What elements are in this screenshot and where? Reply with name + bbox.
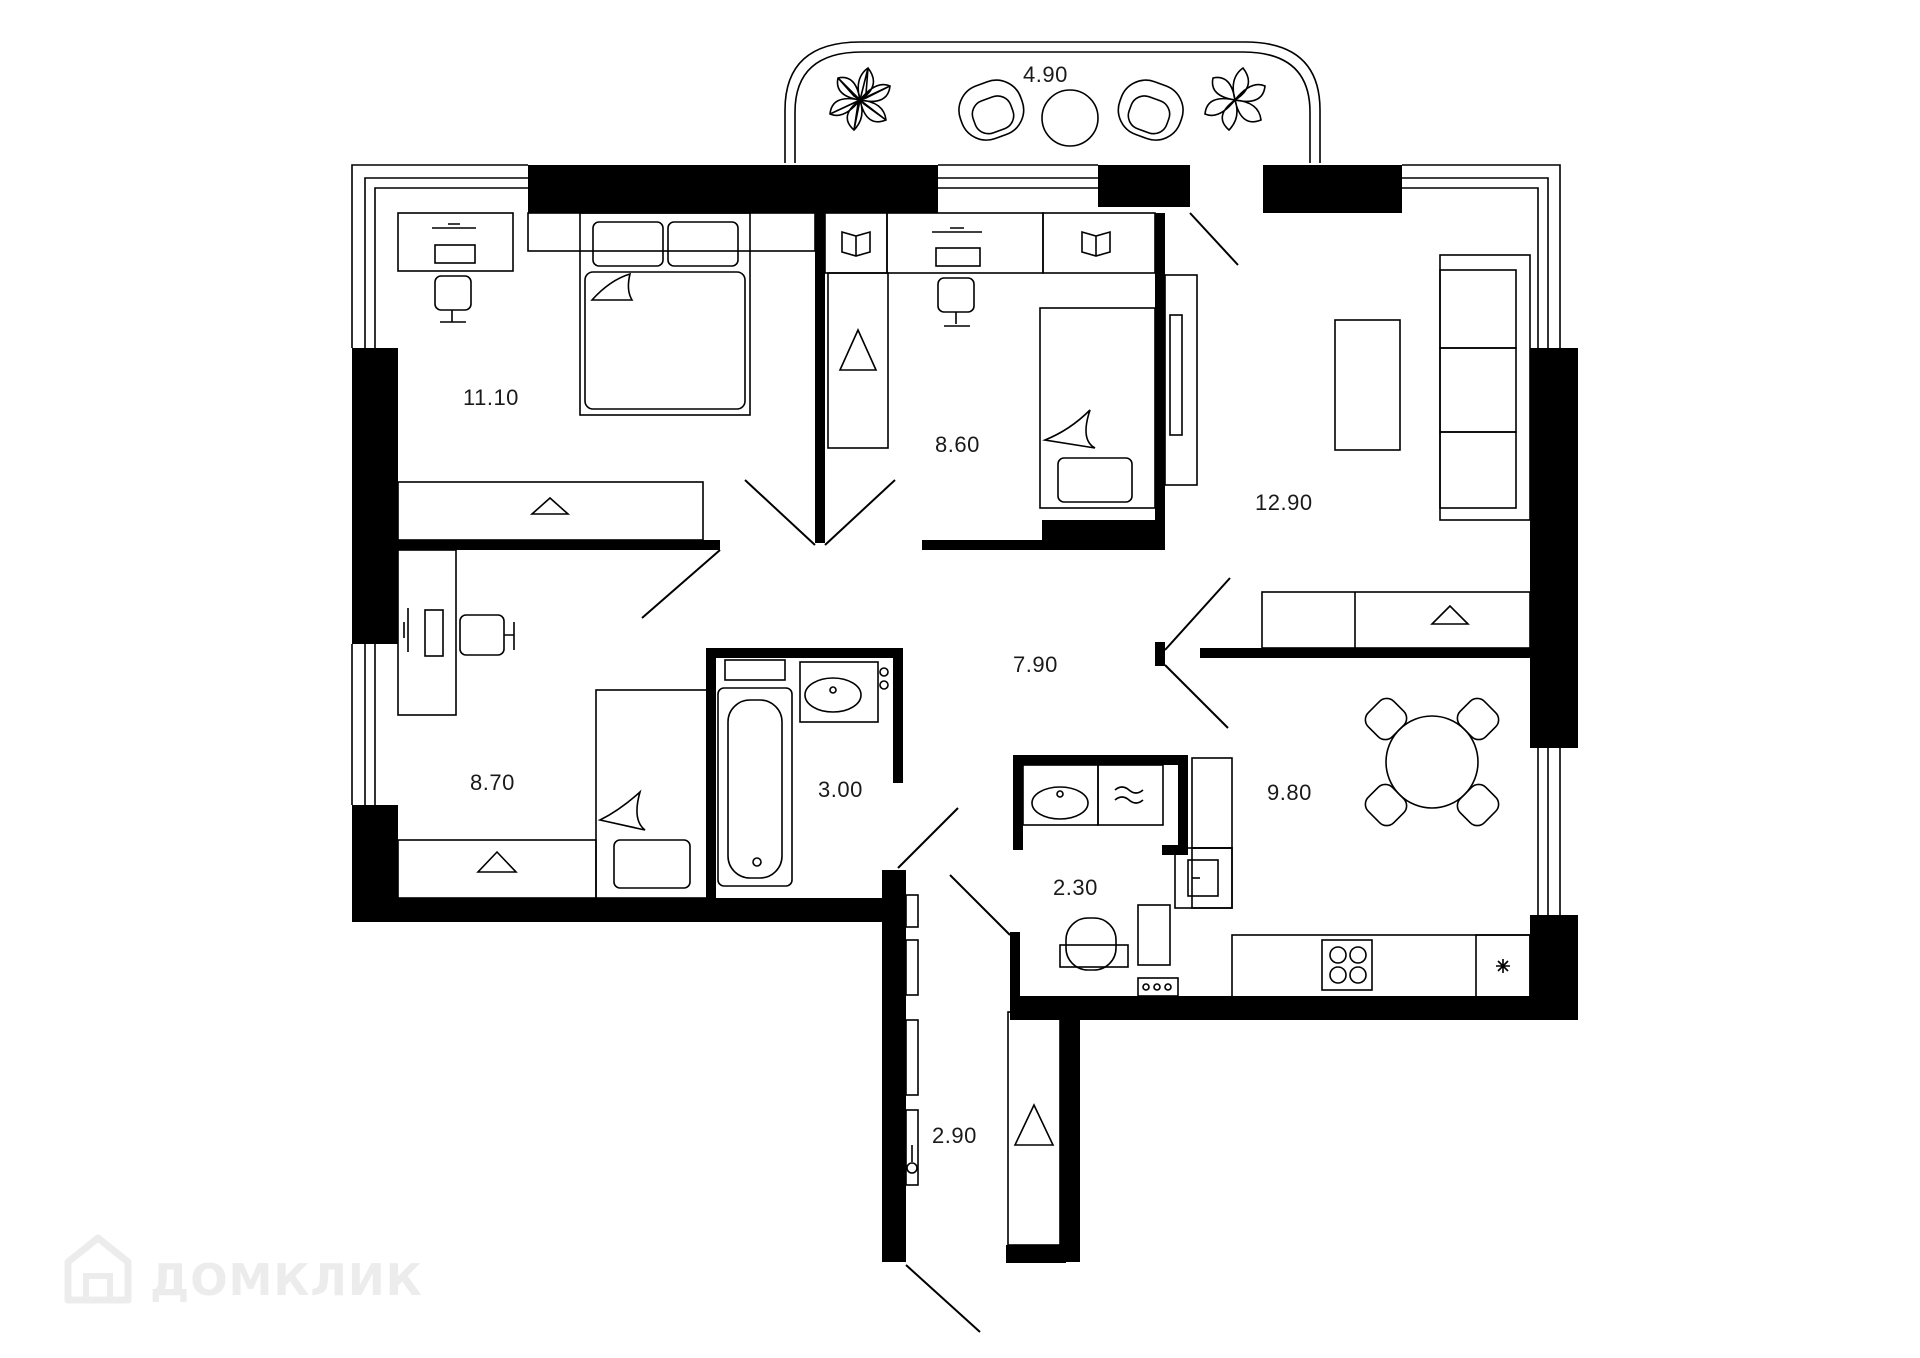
area-label-bedroom-3: 8.70 <box>470 770 515 795</box>
plant-icon <box>1204 66 1266 132</box>
hallway: 7.90 <box>1013 652 1058 677</box>
washing-machine <box>724 659 786 681</box>
chair-icon <box>1364 783 1408 827</box>
entrance: 2.90 <box>905 894 1061 1246</box>
pillow <box>613 839 691 889</box>
heater-icon <box>1114 786 1144 804</box>
hanger-icon <box>838 328 878 371</box>
double-bed <box>579 212 751 416</box>
tv-stand <box>1164 274 1198 486</box>
area-label-hallway: 7.90 <box>1013 652 1058 677</box>
doors <box>641 212 1239 1333</box>
armchair-icon <box>958 79 1025 141</box>
tv <box>1169 314 1183 436</box>
book-icon <box>1081 230 1111 257</box>
desk <box>397 549 457 716</box>
watermark-text: ДОМКЛИК <box>150 1255 423 1306</box>
bathroom: 3.00 <box>717 659 889 887</box>
hanger-icon <box>476 850 518 873</box>
wardrobe <box>397 839 597 899</box>
wardrobe <box>827 272 889 449</box>
watermark: ДОМКЛИК <box>64 1234 423 1306</box>
single-bed <box>1039 307 1156 509</box>
shelf <box>1042 212 1156 274</box>
snowflake-icon <box>1496 959 1510 973</box>
toilet: 2.30 <box>1022 764 1179 997</box>
plant-icon <box>829 66 891 132</box>
sink <box>1022 764 1099 826</box>
single-bed <box>595 689 709 899</box>
area-label-bathroom: 3.00 <box>818 777 863 802</box>
area-label-bedroom-2: 8.60 <box>935 432 980 457</box>
desk <box>397 212 514 272</box>
dining-table <box>1385 715 1479 809</box>
kitchen: 9.80 <box>1174 697 1531 998</box>
toilet-bowl <box>1065 917 1117 971</box>
fridge <box>1475 934 1531 998</box>
area-label-bedroom-1: 11.10 <box>463 385 519 410</box>
chair-icon <box>434 275 472 311</box>
pillow <box>592 221 664 267</box>
armchair-icon <box>1117 79 1184 141</box>
pillow <box>667 221 739 267</box>
coffee-table <box>1334 319 1401 451</box>
bedroom-2: 8.60 <box>824 212 1198 509</box>
area-label-living-room: 12.90 <box>1255 490 1313 515</box>
bedroom-1: 11.10 <box>397 212 816 541</box>
water-heater <box>1097 764 1164 826</box>
book-icon <box>841 230 871 257</box>
wardrobe <box>1007 1011 1061 1246</box>
desk <box>886 212 1044 274</box>
hanger-icon <box>1013 1103 1055 1146</box>
house-icon <box>64 1234 132 1304</box>
windows <box>351 164 1561 915</box>
sink <box>799 661 879 723</box>
area-label-entrance: 2.90 <box>932 1123 977 1148</box>
area-label-balcony: 4.90 <box>1023 62 1068 87</box>
chair-icon <box>1456 697 1500 741</box>
pillow <box>1057 457 1133 503</box>
wardrobe <box>1261 591 1531 649</box>
chair-icon <box>937 277 975 313</box>
hanger-icon <box>1430 604 1470 625</box>
counter <box>1191 757 1233 849</box>
area-label-kitchen: 9.80 <box>1267 780 1312 805</box>
living-room: 12.90 <box>1255 254 1531 649</box>
kitchen-sink <box>1174 847 1233 909</box>
hanger-icon <box>529 496 571 515</box>
bedroom-3: 8.70 <box>397 549 709 899</box>
stove-icon <box>1321 939 1373 991</box>
wardrobe <box>397 481 704 541</box>
key-holder <box>905 1109 919 1186</box>
key-icon <box>906 1162 918 1174</box>
toilet-tank <box>1059 944 1129 968</box>
bathtub <box>717 687 793 887</box>
balcony <box>784 41 1321 163</box>
boiler <box>1137 904 1171 966</box>
kitchen-counter <box>1231 934 1531 998</box>
walls <box>352 165 1578 1263</box>
chair-icon <box>1364 697 1408 741</box>
area-label-toilet: 2.30 <box>1053 875 1098 900</box>
chair-icon <box>459 614 505 656</box>
round-table <box>1041 89 1099 147</box>
chair-icon <box>1456 783 1500 827</box>
